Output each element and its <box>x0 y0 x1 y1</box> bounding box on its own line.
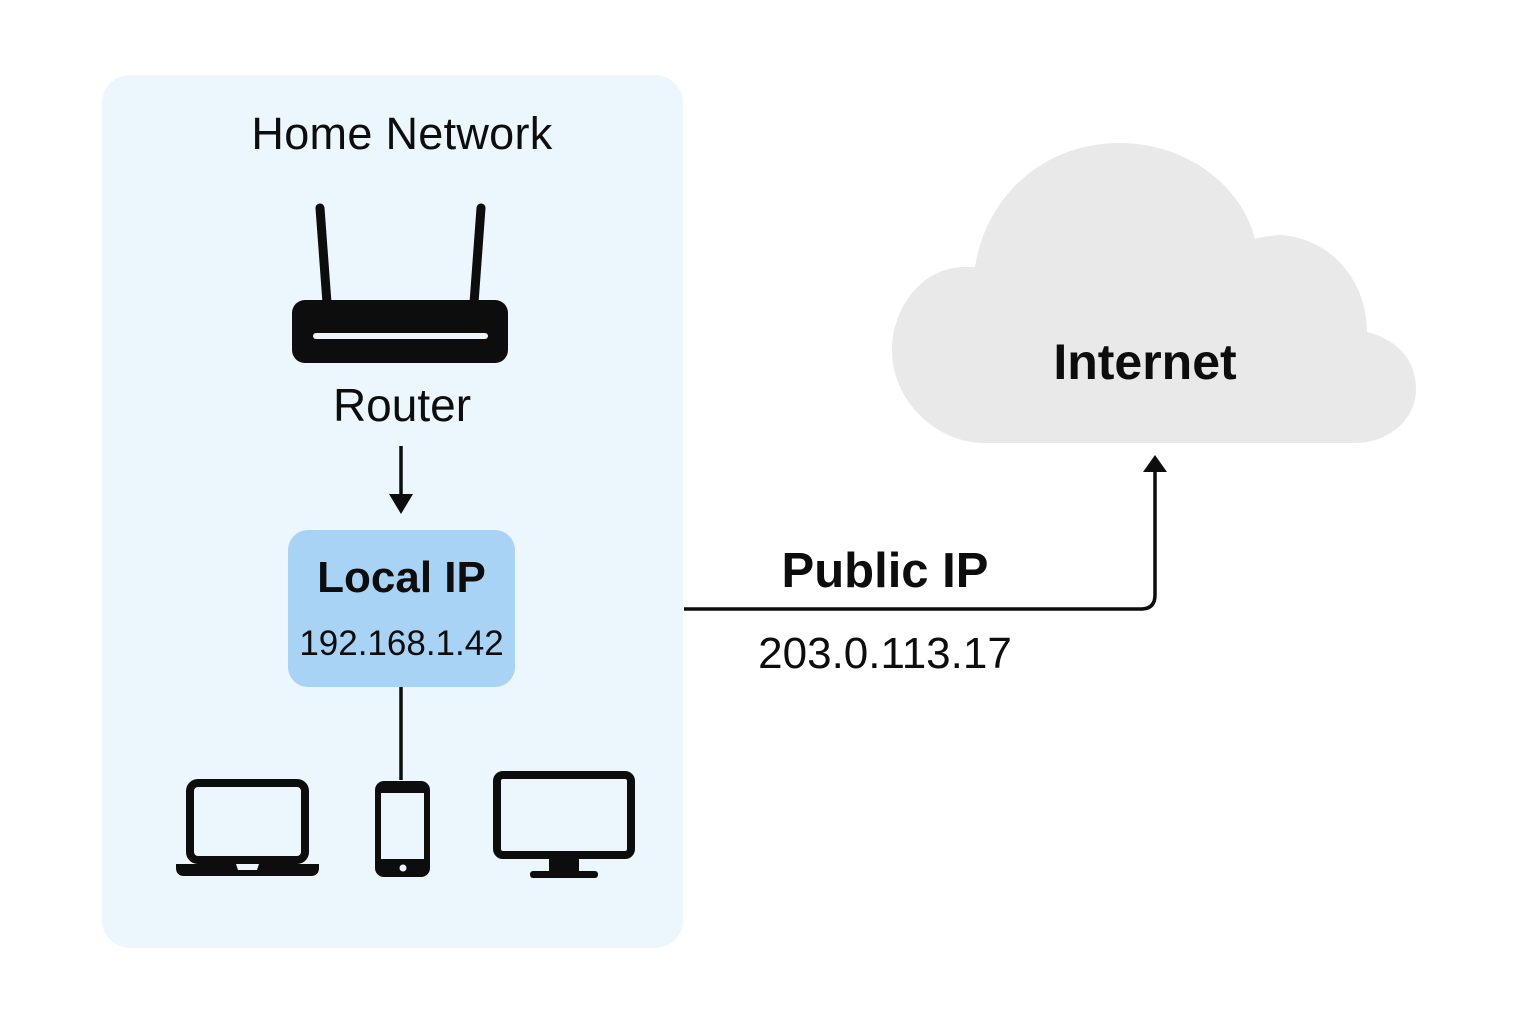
laptop-icon <box>176 779 319 876</box>
local-ip-value: 192.168.1.42 <box>299 624 504 663</box>
cloud-icon <box>892 143 1416 443</box>
internet-label: Internet <box>1053 334 1237 390</box>
home-network-title: Home Network <box>251 108 553 159</box>
public-ip-connector-arrow <box>684 455 1167 611</box>
public-ip-value: 203.0.113.17 <box>758 629 1012 678</box>
monitor-icon <box>493 771 635 878</box>
router-label: Router <box>332 379 472 431</box>
local-ip-label: Local IP <box>317 553 486 602</box>
router-to-local-arrow <box>389 446 413 514</box>
smartphone-icon <box>375 781 430 877</box>
public-ip-label: Public IP <box>781 544 989 598</box>
local-ip-box <box>288 530 515 687</box>
router-icon <box>292 203 508 363</box>
